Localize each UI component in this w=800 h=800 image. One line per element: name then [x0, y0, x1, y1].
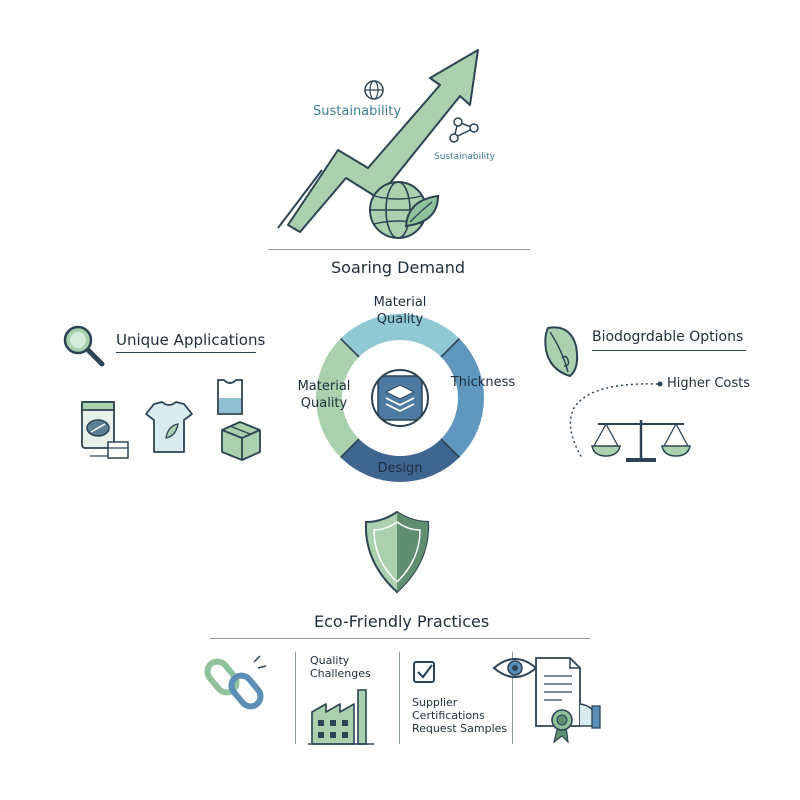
certificate-icon: [535, 657, 601, 744]
supplier-line1: Supplier: [412, 696, 458, 709]
balance-scale-icon: [591, 420, 691, 462]
wheel-label-left-line1: Material: [297, 379, 351, 394]
magnifier-icon: [63, 325, 105, 367]
divider-2: [399, 652, 400, 744]
quality-challenges-label: Quality Challenges: [310, 654, 371, 680]
food-package-icon: [81, 401, 129, 459]
quality-wheel: [315, 313, 485, 483]
wheel-label-top: Material Quality: [352, 294, 448, 328]
tshirt-icon: [145, 401, 193, 453]
wheel-label-left: Material Quality: [288, 378, 360, 412]
factory-icon: [308, 689, 374, 745]
biodegradable-underline: [592, 350, 746, 351]
quality-line1: Quality: [310, 654, 350, 667]
quality-line2: Challenges: [310, 667, 371, 680]
sustainability-label: Sustainability: [313, 104, 402, 119]
unique-applications-underline: [116, 352, 256, 353]
top-divider: [268, 249, 530, 250]
dotted-connector: [569, 381, 663, 459]
wheel-segment-bottom: [340, 439, 460, 483]
wheel-segment-top: [340, 313, 460, 357]
unique-applications-title: Unique Applications: [116, 331, 266, 349]
supplier-certifications-label: Supplier Certifications Request Samples: [412, 696, 507, 735]
sustainability-small-label: Sustainability: [434, 152, 495, 162]
box-icon: [221, 421, 261, 461]
eye-icon: [492, 658, 538, 678]
divider-1: [295, 652, 296, 744]
wheel-label-top-line1: Material: [373, 295, 427, 310]
supplier-line2: Certifications: [412, 709, 485, 722]
checkbox-icon: [413, 661, 435, 683]
eco-friendly-title: Eco-Friendly Practices: [314, 612, 490, 631]
tank-top-icon: [217, 379, 243, 415]
biodegradable-options-title: Biodogrdable Options: [592, 329, 744, 345]
globe-leaf-icon: [369, 181, 440, 239]
soaring-demand-title: Soaring Demand: [331, 258, 466, 277]
wheel-segment-left: [315, 338, 359, 458]
network-icon: [449, 117, 479, 143]
divider-3: [512, 652, 513, 744]
shield-icon: [364, 510, 430, 594]
wheel-label-left-line2: Quality: [300, 396, 348, 411]
small-globe-icon: [364, 80, 384, 100]
wheel-label-top-line2: Quality: [376, 312, 424, 327]
wheel-label-bottom: Design: [377, 461, 423, 476]
wheel-label-right: Thickness: [450, 375, 516, 390]
supplier-line3: Request Samples: [412, 722, 508, 735]
wheel-segment-right: [441, 338, 485, 458]
chain-link-icon: [204, 655, 267, 710]
higher-costs-label: Higher Costs: [667, 376, 751, 391]
bottom-divider: [210, 638, 590, 639]
leaf-tag-icon: [544, 326, 579, 378]
